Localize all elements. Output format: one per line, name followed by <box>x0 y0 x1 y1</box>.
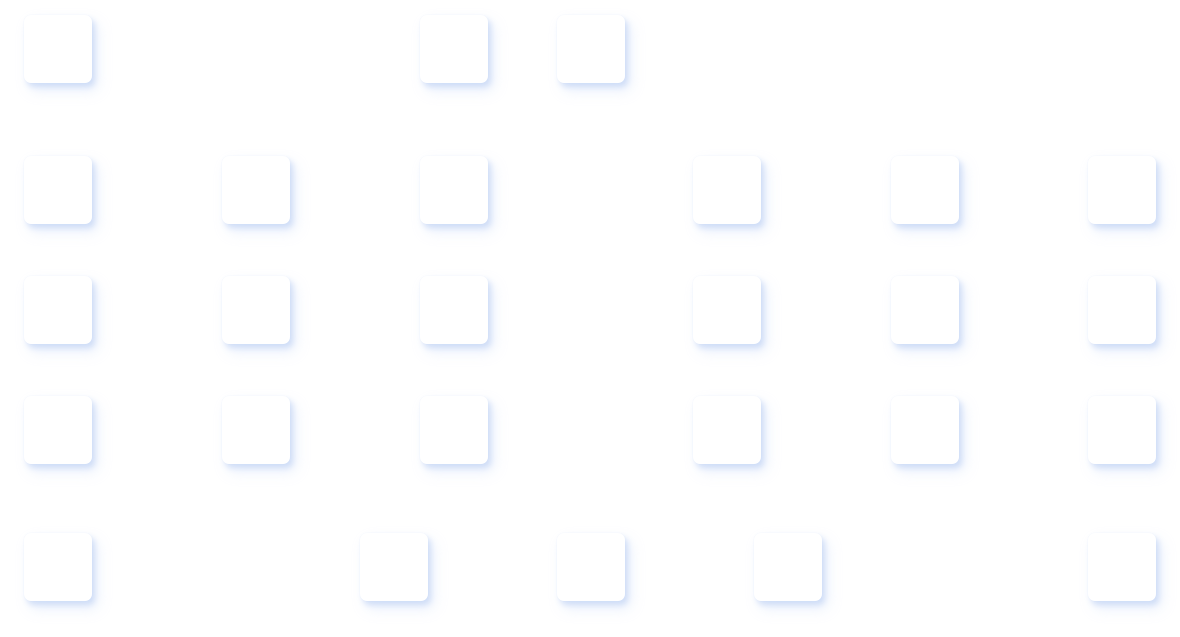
blank-app-icon <box>222 396 290 464</box>
blank-app-icon <box>222 156 290 224</box>
blank-app-icon <box>24 156 92 224</box>
app-tile[interactable] <box>24 276 92 344</box>
blank-app-icon <box>222 276 290 344</box>
blank-app-icon <box>1088 156 1156 224</box>
blank-app-icon <box>693 396 761 464</box>
blank-app-icon <box>420 396 488 464</box>
blank-app-icon <box>420 156 488 224</box>
app-tile[interactable] <box>754 533 822 601</box>
blank-app-icon <box>1088 276 1156 344</box>
app-tile[interactable] <box>1088 533 1156 601</box>
app-tile[interactable] <box>420 15 488 83</box>
app-tile[interactable] <box>693 396 761 464</box>
blank-app-icon <box>693 276 761 344</box>
app-tile[interactable] <box>24 533 92 601</box>
blank-app-icon <box>891 396 959 464</box>
app-tile[interactable] <box>693 276 761 344</box>
blank-app-icon <box>1088 533 1156 601</box>
app-tile[interactable] <box>222 156 290 224</box>
app-tile[interactable] <box>1088 276 1156 344</box>
blank-app-icon <box>24 15 92 83</box>
app-tile[interactable] <box>24 15 92 83</box>
blank-app-icon <box>891 276 959 344</box>
app-tile[interactable] <box>891 396 959 464</box>
blank-app-icon <box>693 156 761 224</box>
app-tile[interactable] <box>420 396 488 464</box>
app-tile[interactable] <box>1088 396 1156 464</box>
blank-app-icon <box>360 533 428 601</box>
app-tile[interactable] <box>693 156 761 224</box>
blank-app-icon <box>557 533 625 601</box>
app-tile[interactable] <box>222 276 290 344</box>
app-tile[interactable] <box>420 276 488 344</box>
blank-app-icon <box>754 533 822 601</box>
app-tile[interactable] <box>1088 156 1156 224</box>
app-tile[interactable] <box>557 15 625 83</box>
blank-app-icon <box>420 276 488 344</box>
blank-app-icon <box>420 15 488 83</box>
app-tile[interactable] <box>360 533 428 601</box>
app-tile[interactable] <box>222 396 290 464</box>
blank-app-icon <box>24 276 92 344</box>
app-tile[interactable] <box>891 276 959 344</box>
app-tile[interactable] <box>420 156 488 224</box>
blank-app-icon <box>891 156 959 224</box>
blank-app-icon <box>24 533 92 601</box>
app-tile[interactable] <box>24 156 92 224</box>
app-tile[interactable] <box>24 396 92 464</box>
blank-app-icon <box>1088 396 1156 464</box>
app-tile[interactable] <box>557 533 625 601</box>
blank-app-icon <box>557 15 625 83</box>
app-tile[interactable] <box>891 156 959 224</box>
blank-app-icon <box>24 396 92 464</box>
